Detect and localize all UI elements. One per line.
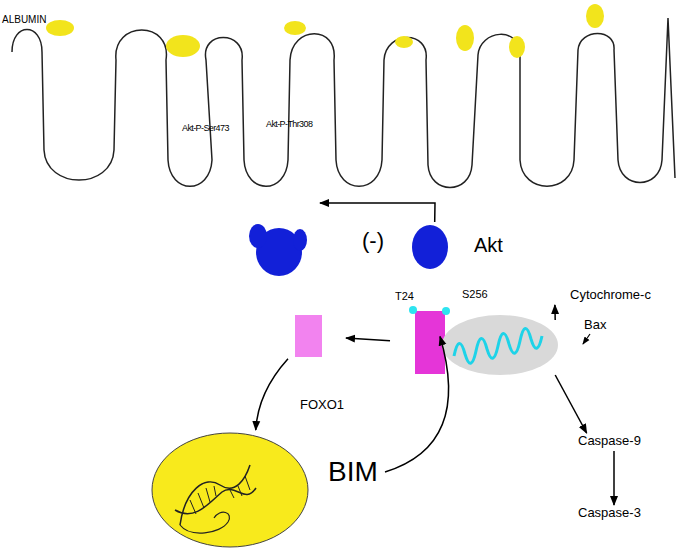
inhibition-sign: (-) (362, 228, 384, 253)
arrow-connector (554, 305, 556, 320)
foxo1-box (295, 315, 322, 357)
structure-label: ALBUMIN (2, 14, 46, 26)
nucleus-outline (150, 430, 385, 550)
albumin-particle (456, 25, 474, 51)
node-text: BIM (328, 456, 378, 488)
caspase-label: Caspase-9 (578, 433, 650, 451)
membrane-line (12, 18, 675, 188)
node-text: Caspase-3 (578, 506, 641, 521)
arrow-connector (385, 337, 449, 473)
mitochondrion: Bax (440, 320, 620, 375)
nucleus: BIM (150, 430, 385, 550)
phosphate-dot (409, 306, 417, 314)
arrow-connector (613, 451, 615, 505)
node-text: FOXO1 (300, 398, 344, 413)
arrow-connector (346, 338, 390, 341)
dna-loop (180, 512, 229, 533)
akt-ellipse (412, 225, 448, 269)
albumin-particle (509, 36, 525, 58)
albumin-particle (284, 21, 306, 35)
arrow-connector (555, 375, 586, 433)
nucleus-shape (152, 433, 308, 547)
node-text: Caspase-9 (578, 434, 641, 449)
akt-node: Akt (405, 222, 515, 272)
phospho-akt-complex: Akt-P-Ser473 Akt-P-Thr308 (180, 115, 320, 275)
node-text: S256 (462, 288, 488, 301)
node-text: T24 (395, 290, 414, 303)
albumin-particle (166, 35, 200, 57)
node-text: Cytochrome-c (570, 288, 651, 303)
node-text: Akt-P-Thr308 (266, 119, 312, 129)
mitochondrion-shape (442, 315, 558, 375)
node-text: Bax (584, 318, 606, 333)
albumin-particle (395, 36, 413, 48)
dna-rungs (190, 476, 250, 514)
cytochrome-label: Cytochrome-c (548, 287, 663, 305)
albumin-particle (46, 20, 74, 36)
phospho-akt-complex-outline (180, 115, 320, 275)
arrow-connector (256, 359, 288, 430)
phospho-group (293, 229, 307, 251)
caspase-label: Caspase-3 (578, 505, 650, 523)
albumin-particle (586, 4, 604, 28)
foxo1-node: FOXO1 (288, 312, 346, 416)
bax-helix (454, 328, 542, 363)
phosphate-dot (442, 307, 450, 315)
foxo1-box (415, 311, 445, 374)
node-text: Akt-P-Ser473 (182, 123, 229, 133)
leader-arrow (583, 334, 590, 344)
node-text: Akt (474, 234, 503, 257)
arrow-connector (320, 203, 435, 222)
phospho-group (249, 224, 267, 248)
